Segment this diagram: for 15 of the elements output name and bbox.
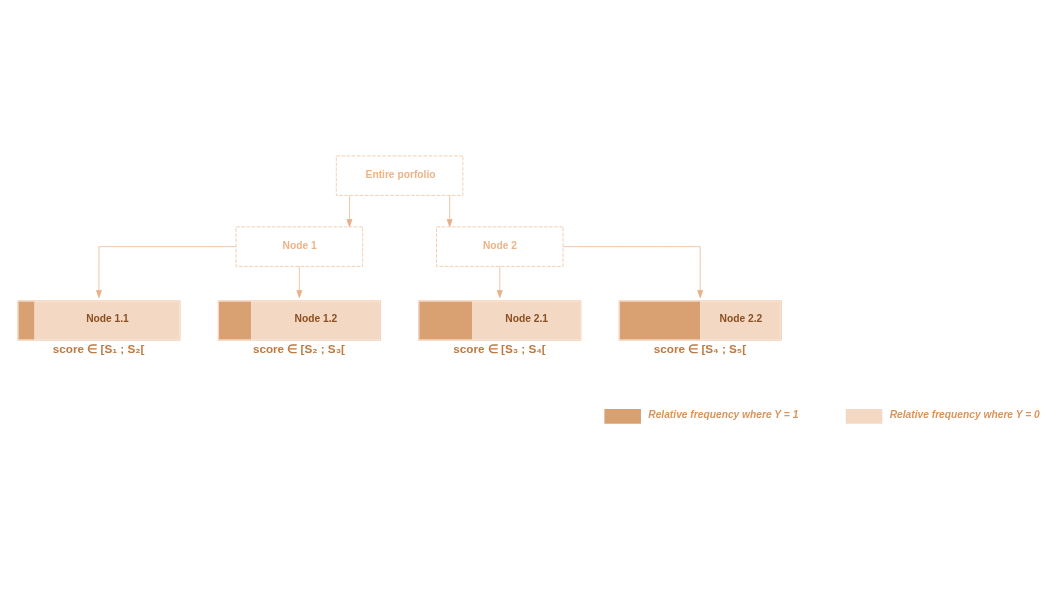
arrow <box>346 194 353 227</box>
arrow <box>96 245 237 298</box>
node-label: score ∈ [S₄ ; S₅[ <box>653 341 747 355</box>
arrow <box>296 265 303 298</box>
legend-label: Relative frequency where Y = 1 <box>648 408 799 420</box>
arrow <box>562 245 704 298</box>
arrow <box>496 265 503 298</box>
node-box: Node 1 <box>235 226 363 267</box>
node-box: Node 2 <box>436 226 564 267</box>
node-label: score ∈ [S₂ ; S₃[ <box>252 341 345 355</box>
arrow <box>446 194 453 227</box>
node-box: Entire porfolio <box>335 155 464 196</box>
node-label: score ∈ [S₃ ; S₄[ <box>453 341 546 355</box>
legend-label: Relative frequency where Y = 0 <box>889 408 1040 420</box>
node-label: score ∈ [S₁ ; S₂[ <box>52 341 145 355</box>
